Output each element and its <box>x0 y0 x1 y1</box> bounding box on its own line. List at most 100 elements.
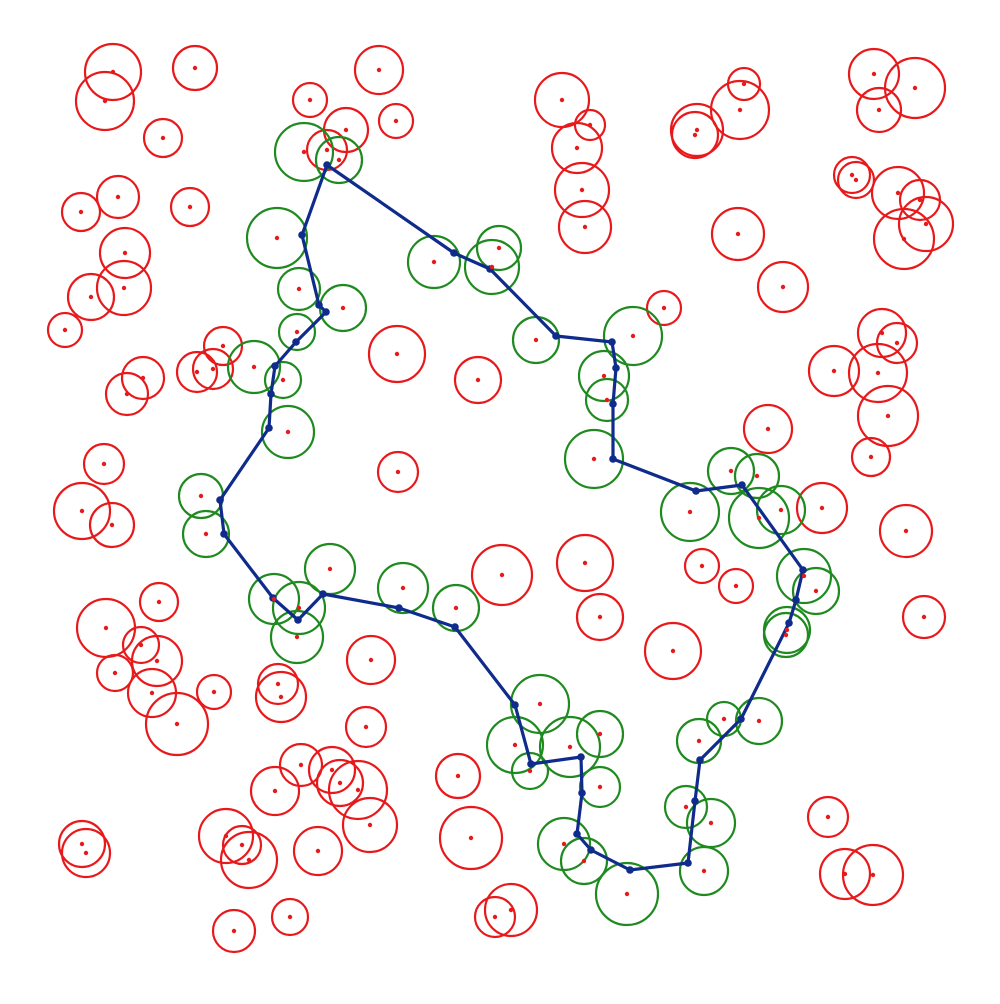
red-disk-center <box>192 65 198 71</box>
green-disk-center <box>601 373 607 379</box>
path-node <box>298 231 306 239</box>
red-disk-center <box>582 560 588 566</box>
red-disk <box>553 161 611 219</box>
path-node <box>696 756 704 764</box>
red-disk <box>66 272 116 322</box>
red-disk <box>438 805 504 871</box>
path-node <box>323 161 331 169</box>
path-node <box>267 390 275 398</box>
red-disk-center <box>468 835 474 841</box>
red-disk-center <box>849 172 855 178</box>
red-disk-center <box>140 375 146 381</box>
green-disk-center <box>251 364 257 370</box>
green-disk <box>376 561 430 615</box>
red-disk-center <box>868 454 874 460</box>
red-disk-center <box>298 762 304 768</box>
red-disk-center <box>661 305 667 311</box>
red-disk-center <box>393 118 399 124</box>
green-disk <box>314 135 364 185</box>
red-disk <box>670 110 720 160</box>
red-disk <box>847 47 901 101</box>
path-node <box>527 760 535 768</box>
green-disk <box>733 452 781 500</box>
red-disk-center <box>174 721 180 727</box>
red-disk-center <box>368 657 374 663</box>
red-disk <box>46 311 84 349</box>
red-disk <box>344 705 388 749</box>
green-disk <box>431 583 481 633</box>
green-disk-center <box>756 718 762 724</box>
red-disk-center <box>315 848 321 854</box>
red-disk-center <box>223 833 229 839</box>
red-disk <box>74 70 136 132</box>
green-disk-center <box>597 784 603 790</box>
green-disk-center <box>728 468 734 474</box>
red-disk-center <box>879 330 885 336</box>
red-disk <box>341 796 399 854</box>
red-disk <box>875 321 919 365</box>
red-disk <box>855 86 903 134</box>
path-node <box>612 364 620 372</box>
green-disk <box>791 566 841 616</box>
path-node <box>573 830 581 838</box>
green-disk-center <box>604 397 610 403</box>
green-disk <box>463 238 521 296</box>
green-disk-center <box>533 337 539 343</box>
red-disk <box>717 567 755 605</box>
red-disk <box>120 355 166 401</box>
red-disk <box>82 442 126 486</box>
red-disk-center <box>187 204 193 210</box>
red-disk-center <box>121 285 127 291</box>
green-disk <box>245 206 309 270</box>
green-disk-center <box>597 731 603 737</box>
path-node <box>216 496 224 504</box>
red-disk <box>856 384 920 448</box>
green-disk-center <box>784 627 790 633</box>
red-disk-center <box>337 780 343 786</box>
red-disk <box>473 895 517 939</box>
green-disk-center <box>271 596 277 602</box>
red-disk-center <box>278 694 284 700</box>
green-disk-center <box>721 716 727 722</box>
red-disk <box>901 594 947 640</box>
red-disk-center <box>324 147 330 153</box>
red-disk-center <box>329 767 335 773</box>
red-disk <box>197 807 255 865</box>
path-node <box>450 249 458 257</box>
red-disk <box>575 592 625 642</box>
red-disk-center <box>876 107 882 113</box>
red-disk-center <box>670 648 676 654</box>
red-disk-center <box>307 97 313 103</box>
red-disk-center <box>579 187 585 193</box>
red-disk-center <box>231 928 237 934</box>
green-disk <box>510 751 550 791</box>
red-disk-center <box>394 351 400 357</box>
red-disk <box>806 795 850 839</box>
green-disk-center <box>280 377 286 383</box>
red-disk <box>83 42 143 102</box>
red-disk <box>95 653 135 693</box>
red-disk-center <box>102 98 108 104</box>
red-disk <box>555 533 615 593</box>
red-disk-center <box>78 209 84 215</box>
path-node <box>737 715 745 723</box>
red-disk-center <box>587 122 593 128</box>
red-disk-center <box>272 788 278 794</box>
red-disk-center <box>694 127 700 133</box>
green-disk-center <box>340 305 346 311</box>
red-disk <box>818 847 872 901</box>
path-group <box>216 161 807 874</box>
green-disk-center <box>624 891 630 897</box>
red-disk-center <box>741 81 747 87</box>
green-disk-center <box>294 329 300 335</box>
red-disk-center <box>194 369 200 375</box>
green-disk <box>269 609 325 665</box>
green-disk <box>575 709 625 759</box>
path-node <box>587 846 595 854</box>
red-disk <box>270 897 310 937</box>
red-disk-center <box>499 572 505 578</box>
green-disk-center <box>683 804 689 810</box>
green-disk <box>260 404 316 460</box>
red-disk-center <box>842 871 848 877</box>
green-disk-center <box>708 820 714 826</box>
